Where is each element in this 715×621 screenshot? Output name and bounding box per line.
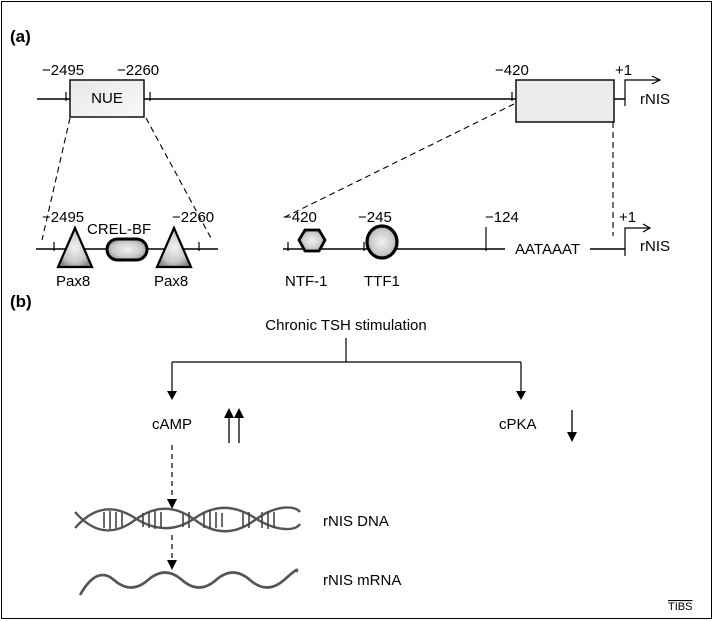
camp-to-dna-head (167, 499, 177, 509)
ntf1-label: NTF-1 (285, 273, 328, 290)
tss-arrow-top (624, 79, 660, 106)
pos-f: +1 (619, 209, 636, 226)
pax8-left-label: Pax8 (56, 273, 90, 290)
pos-right-end: +1 (615, 62, 632, 79)
pos-right-start: −420 (495, 62, 529, 79)
camp-up-arrowhead-2 (234, 408, 244, 418)
zoom-line-left-a (41, 117, 71, 241)
proximal-promoter-box (515, 79, 615, 123)
pax8-left-shape (56, 225, 94, 269)
pos-c: −420 (283, 209, 317, 226)
stimulus-label: Chronic TSH stimulation (265, 317, 426, 334)
pax8-right-label: Pax8 (154, 273, 188, 290)
arrowhead-cpka (516, 391, 526, 400)
pos-a: −2495 (42, 209, 84, 226)
zoom-line-left-b (145, 117, 213, 241)
panel-b-label: (b) (10, 292, 32, 311)
nue-box (69, 79, 145, 118)
dna-label: rNIS DNA (323, 513, 389, 530)
pos-left-end: −2260 (117, 62, 159, 79)
crel-bf-shape (105, 237, 149, 262)
ttf1-shape (365, 224, 399, 260)
journal-mark: TIBS (668, 601, 692, 613)
pax8-right-shape (155, 225, 193, 269)
dna-to-mrna-head (167, 560, 177, 570)
tata-label: AATAAAT (515, 241, 580, 258)
panel-a-label: (a) (10, 27, 31, 46)
cpka-down-arrowhead (567, 432, 577, 442)
arrowhead-camp (167, 391, 177, 400)
mrna-label: rNIS mRNA (323, 572, 401, 589)
pos-e: −124 (485, 209, 519, 226)
nue-label: NUE (91, 90, 123, 107)
camp-up-arrowhead-1 (224, 408, 234, 418)
dna-helix-icon (74, 506, 302, 533)
crel-label: CREL-BF (87, 221, 151, 238)
gene-label-bottom: rNIS (640, 238, 670, 255)
mrna-wave-icon (78, 568, 299, 596)
ttf1-label: TTF1 (364, 273, 400, 290)
tss-arrowhead-top (651, 75, 662, 85)
pos-b: −2260 (172, 209, 214, 226)
tss-arrow-bottom (624, 227, 650, 256)
zoom-line-right-a (282, 103, 515, 219)
ntf1-shape (297, 228, 327, 253)
camp-label: cAMP (152, 416, 192, 433)
pos-d: −245 (358, 209, 392, 226)
gene-label-top: rNIS (640, 91, 670, 108)
pos-left-start: −2495 (42, 62, 84, 79)
tss-arrowhead-bottom (642, 223, 652, 233)
cpka-label: cPKA (499, 416, 537, 433)
